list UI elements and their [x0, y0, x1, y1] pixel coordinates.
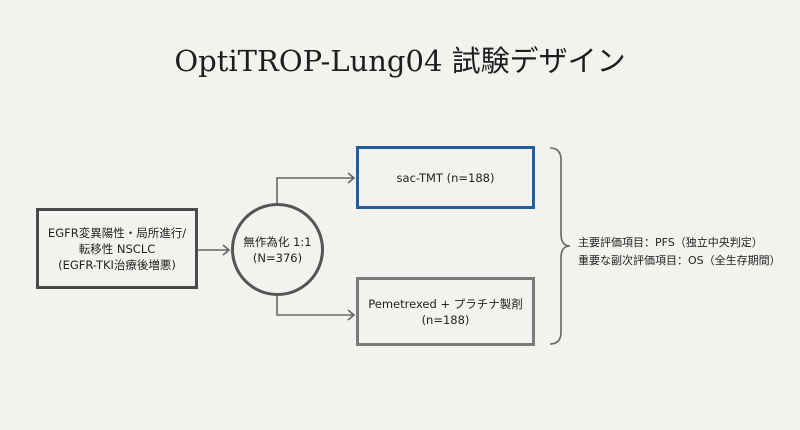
arm-n: (n=188) [421, 312, 470, 327]
arrow-to-arm2 [276, 296, 356, 321]
randomization-n: (N=376) [252, 250, 303, 265]
arm-chemo-box: Pemetrexed + プラチナ製剤 (n=188) [356, 277, 535, 346]
secondary-endpoint: 重要な副次評価項目：OS（全生存期間） [578, 254, 781, 267]
primary-endpoint: 主要評価項目：PFS（独立中央判定） [578, 236, 763, 249]
brace-icon [549, 147, 571, 345]
randomization-circle: 無作為化 1:1 (N=376) [231, 203, 324, 296]
arrow-to-arm1 [276, 172, 356, 203]
arrow-population-to-randomization [198, 244, 231, 256]
population-line1: EGFR変異陽性・局所進行/ [47, 225, 187, 240]
randomization-ratio: 無作為化 1:1 [243, 234, 312, 249]
population-line2: 転移性 NSCLC [78, 241, 156, 256]
arm-label: sac-TMT (n=188) [396, 170, 495, 185]
endpoints: 主要評価項目：PFS（独立中央判定） 重要な副次評価項目：OS（全生存期間） [578, 234, 781, 270]
arm-label: Pemetrexed + プラチナ製剤 [368, 296, 523, 311]
population-line3: (EGFR-TKI治療後増悪) [58, 257, 176, 272]
population-box: EGFR変異陽性・局所進行/ 転移性 NSCLC (EGFR-TKI治療後増悪) [36, 208, 198, 289]
arm-sac-tmt-box: sac-TMT (n=188) [356, 146, 535, 209]
page-title: OptiTROP-Lung04 試験デザイン [174, 44, 626, 78]
